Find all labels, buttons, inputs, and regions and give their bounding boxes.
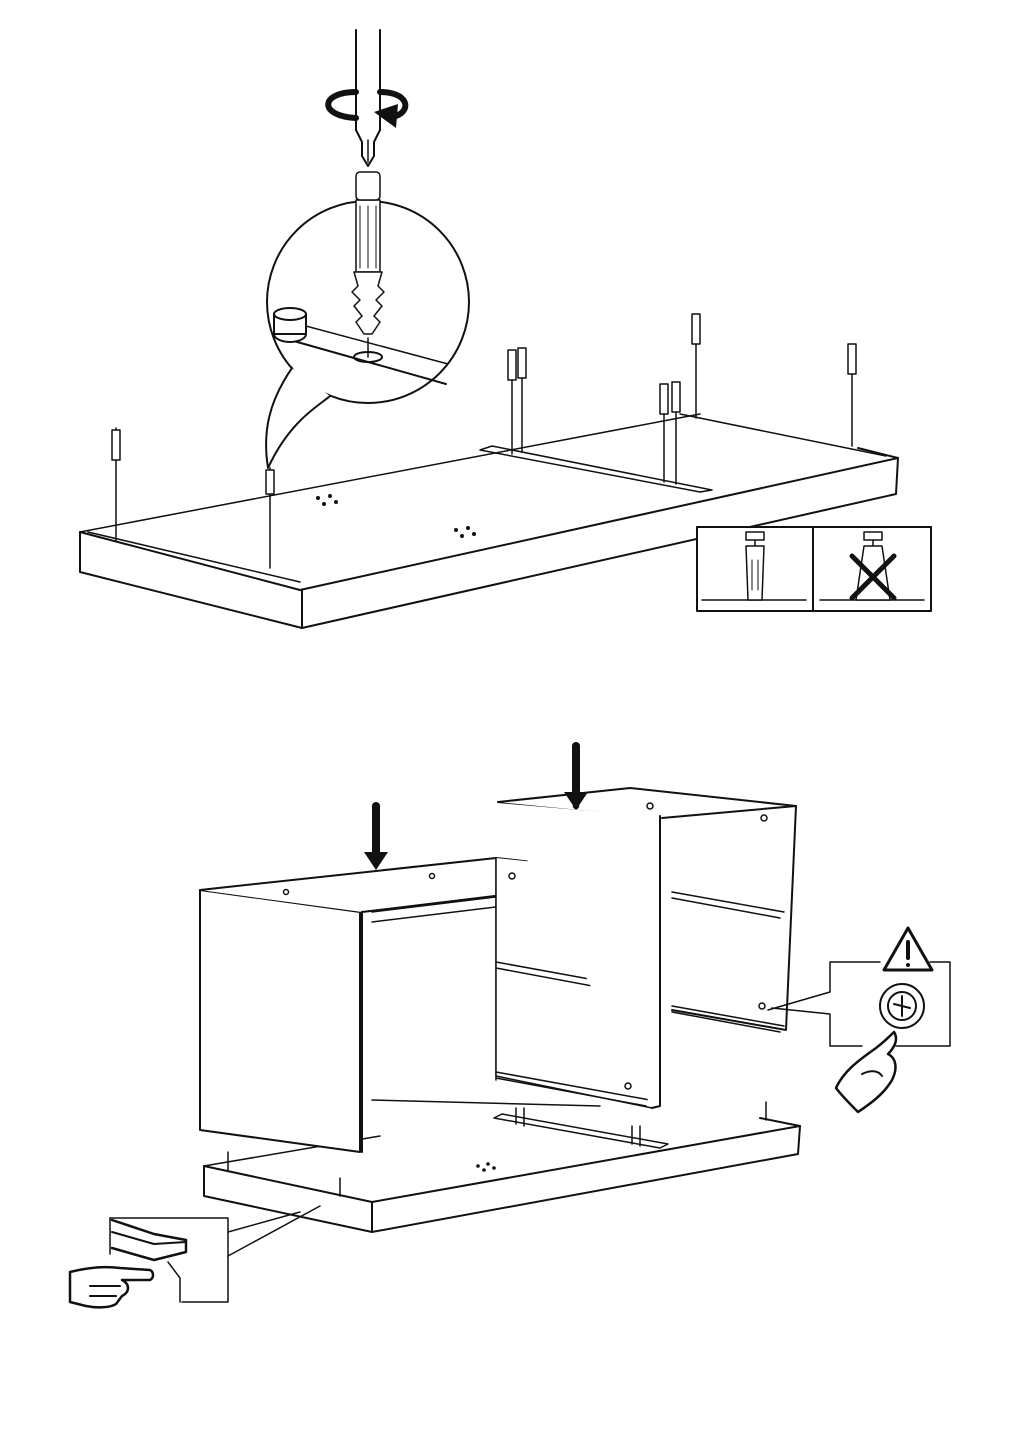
rotate-arrow-icon — [325, 89, 409, 128]
cam-dowel-icon — [351, 171, 385, 358]
pointing-hand-icon — [834, 1030, 898, 1114]
step-6-panel — [68, 742, 951, 1309]
warning-triangle-icon — [882, 926, 934, 972]
correct-sign-icon — [696, 526, 814, 612]
incorrect-sign-icon — [812, 526, 932, 612]
screwdriver-icon — [355, 29, 381, 167]
step-5-panel — [79, 29, 932, 629]
pointing-hand-icon — [68, 1265, 155, 1309]
